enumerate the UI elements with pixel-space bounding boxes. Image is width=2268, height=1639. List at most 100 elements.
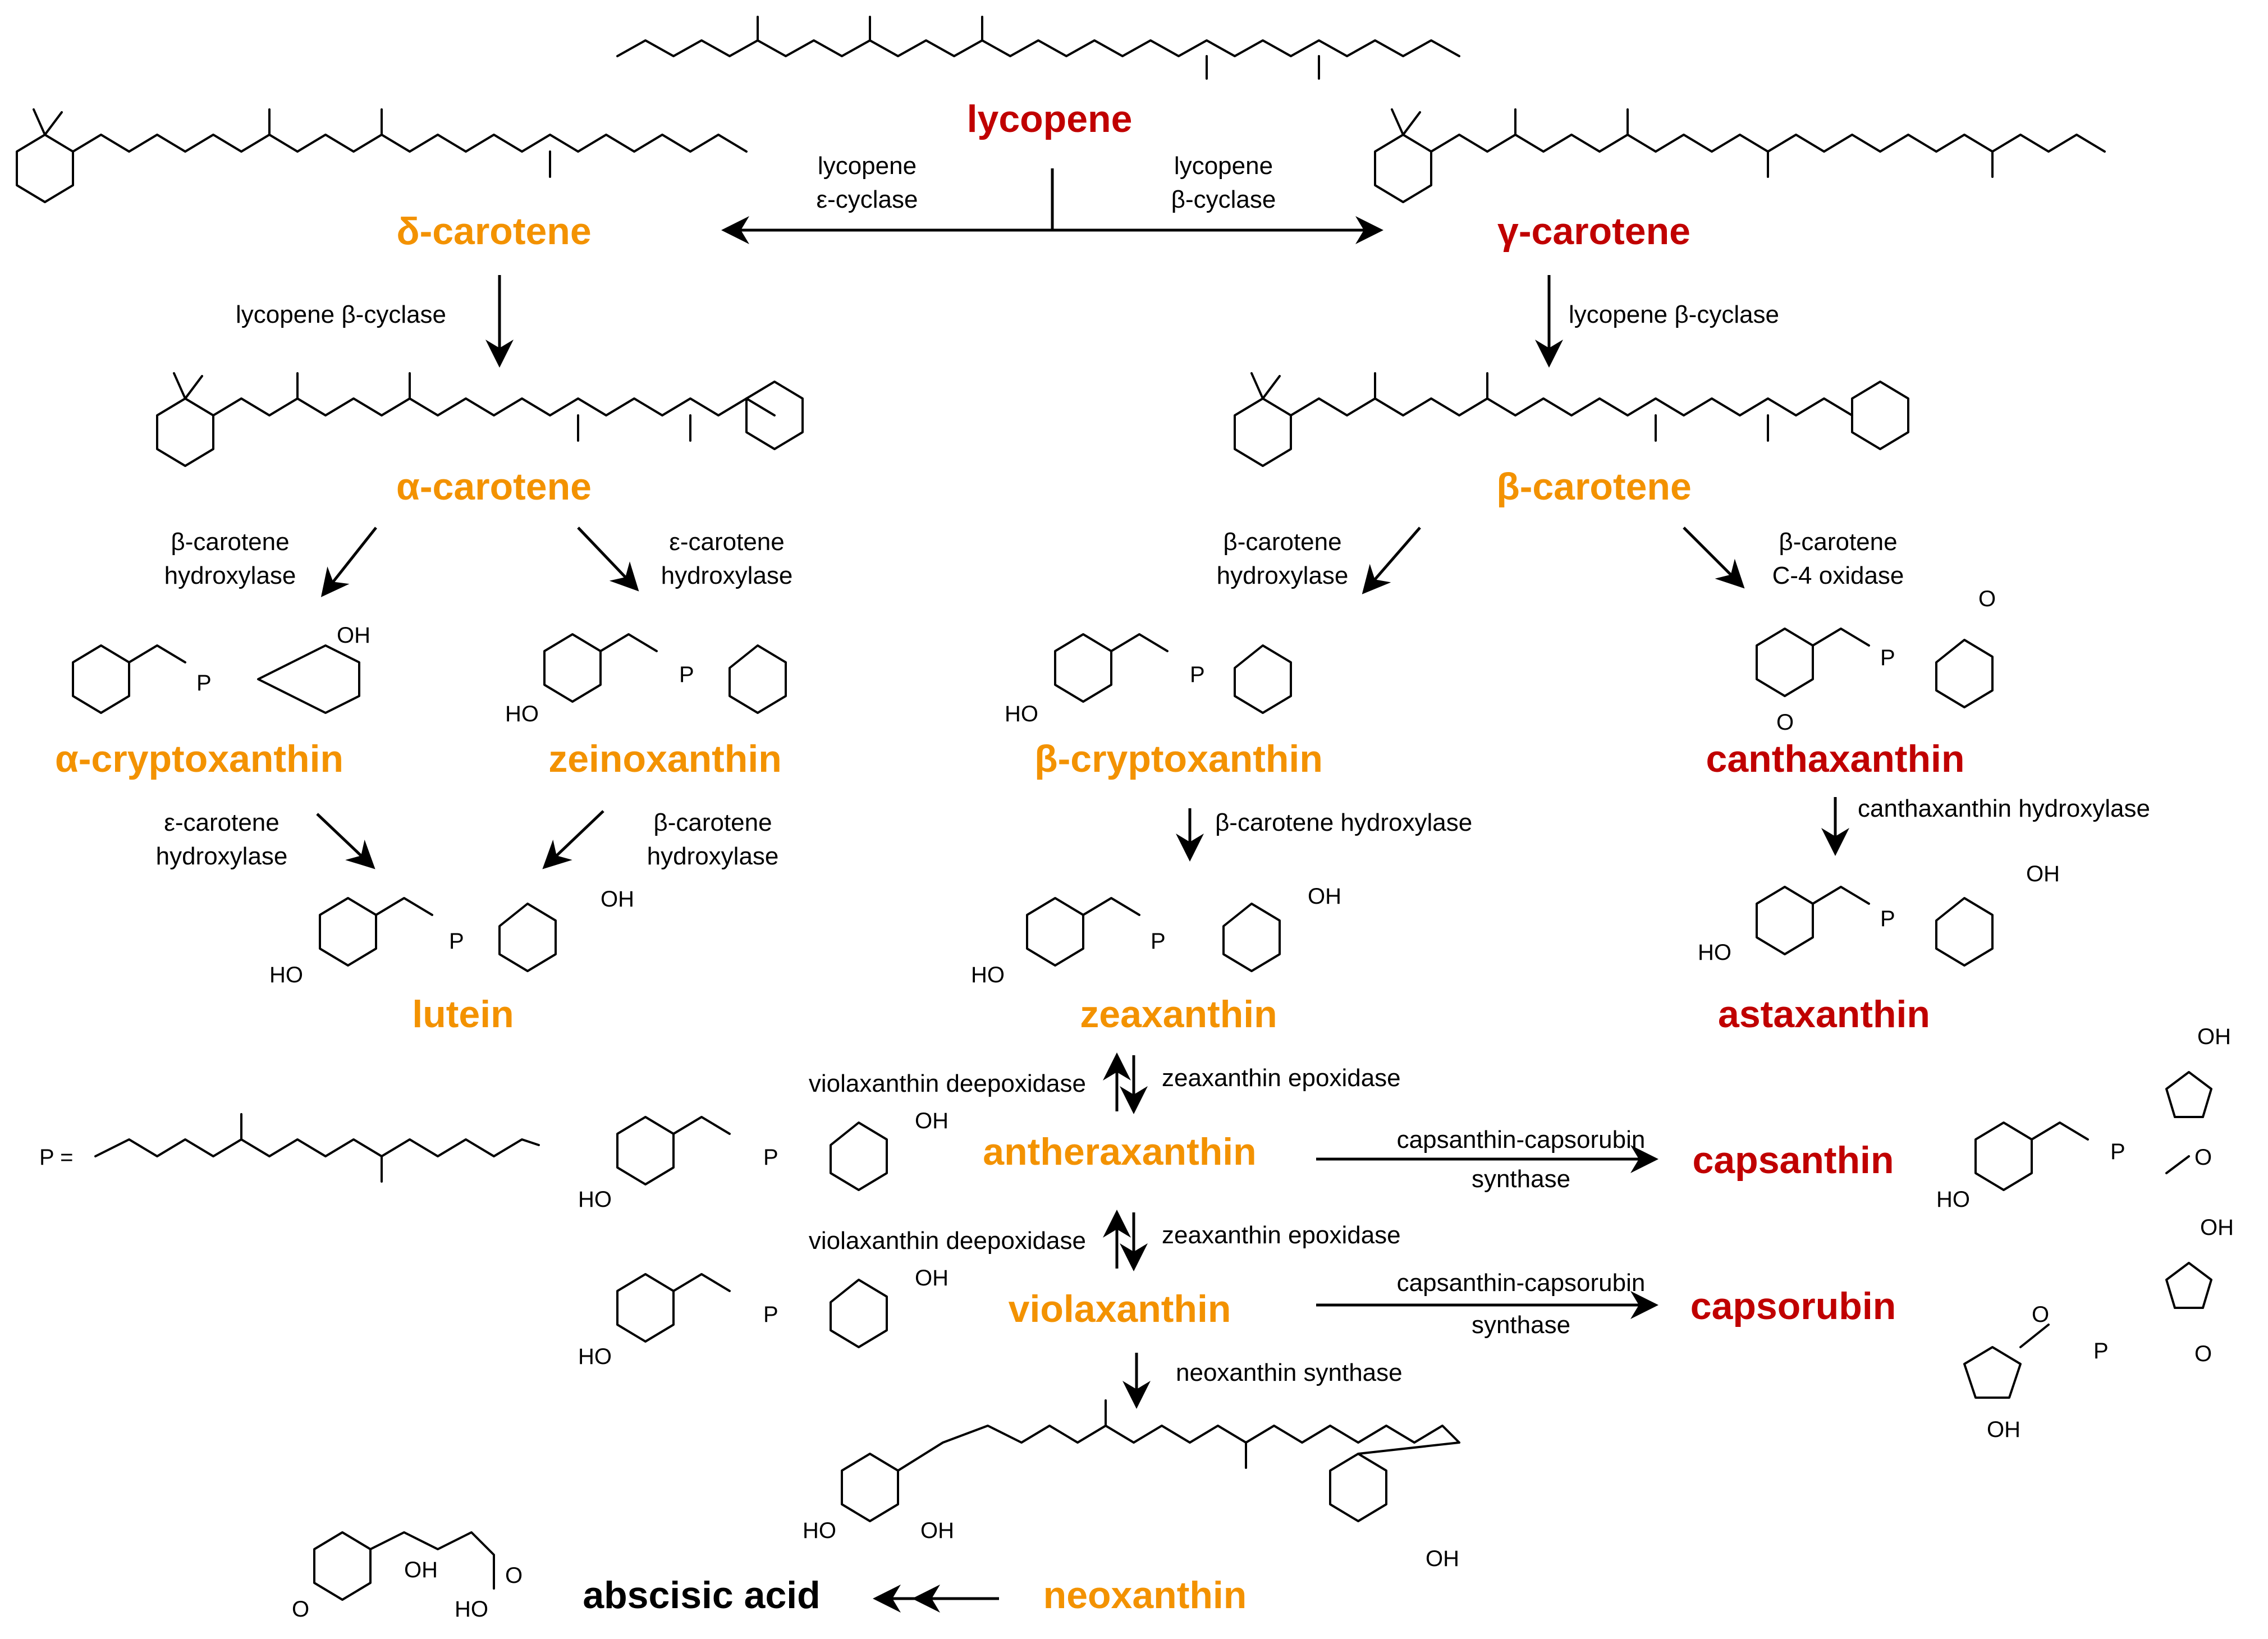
enzyme-label: β-carotene (171, 528, 289, 556)
ho-atom: HO (578, 1187, 612, 1212)
oh-atom: OH (2200, 1215, 2234, 1240)
lutein-structure: P OH HO (269, 887, 634, 987)
p-atom: P (196, 671, 212, 695)
compound-alpha-carotene: α-carotene (396, 465, 592, 508)
p-atom: P (2110, 1139, 2125, 1164)
p-atom: P (449, 929, 464, 954)
enzyme-label: β-carotene (653, 809, 772, 836)
p-atom: P (1880, 645, 1895, 670)
abscisic-acid-structure: O OH HO O (292, 1531, 523, 1622)
compound-violaxanthin: violaxanthin (1009, 1288, 1231, 1330)
enzyme-label: hydroxylase (156, 843, 288, 870)
enzyme-label: β-carotene (1779, 528, 1897, 556)
o-atom: O (1776, 710, 1794, 735)
enzyme-label: hydroxylase (164, 562, 296, 589)
zeinoxanthin-structure: P HO (505, 633, 787, 726)
oh-atom: OH (404, 1558, 438, 1582)
p-atom: P (1880, 907, 1895, 931)
zeaxanthin-structure: P OH HO (971, 884, 1341, 987)
enzyme-label: violaxanthin deepoxidase (809, 1070, 1086, 1097)
enzyme-label: β-carotene hydroxylase (1215, 809, 1472, 836)
o-atom: O (505, 1563, 523, 1588)
compound-lutein: lutein (412, 993, 514, 1036)
alpha-cryptoxanthin-structure: P OH (72, 623, 370, 714)
oh-atom: OH (1426, 1546, 1459, 1571)
lycopene-structure (616, 16, 1460, 80)
o-atom: O (1978, 587, 1996, 611)
neoxanthin-structure: HO OH OH (803, 1399, 1460, 1571)
enzyme-label: lycopene β-cyclase (1569, 301, 1779, 328)
compound-beta-carotene: β-carotene (1496, 465, 1692, 508)
o-atom: O (2194, 1342, 2212, 1366)
enzyme-label: β-cyclase (1171, 186, 1276, 213)
compound-capsanthin: capsanthin (1693, 1139, 1894, 1182)
o-atom: O (292, 1597, 309, 1622)
enzyme-label: synthase (1472, 1311, 1570, 1339)
oh-atom: OH (915, 1109, 949, 1133)
compound-zeinoxanthin: zeinoxanthin (548, 738, 782, 780)
p-atom: P (763, 1302, 778, 1327)
enzyme-label: zeaxanthin epoxidase (1162, 1221, 1401, 1249)
violaxanthin-structure: P OH HO (578, 1266, 949, 1369)
ho-atom: HO (971, 963, 1005, 987)
ho-atom: HO (505, 702, 539, 726)
capsorubin-structure: P O O OH OH (1963, 1215, 2234, 1442)
oh-atom: OH (2197, 1024, 2231, 1049)
p-definition-label: P = (39, 1145, 73, 1170)
compound-abscisic-acid: abscisic acid (583, 1574, 820, 1617)
ho-atom: HO (269, 963, 303, 987)
p-atom: P (679, 662, 694, 687)
beta-cryptoxanthin-structure: P HO (1005, 633, 1292, 726)
p-definition: P = (39, 1113, 540, 1183)
alpha-carotene-structure (156, 372, 804, 467)
beta-carotene-structure (1234, 372, 1909, 467)
oh-atom: OH (915, 1266, 949, 1290)
o-atom: O (2032, 1302, 2049, 1327)
oh-atom: OH (1987, 1417, 2020, 1442)
enzyme-label: hydroxylase (1217, 562, 1349, 589)
canthaxanthin-structure: P O O (1756, 587, 1996, 735)
enzyme-label: capsanthin-capsorubin (1397, 1269, 1646, 1297)
compound-neoxanthin: neoxanthin (1043, 1574, 1247, 1617)
p-atom: P (1151, 929, 1166, 954)
enzyme-label: canthaxanthin hydroxylase (1858, 795, 2150, 822)
compound-alpha-cryptoxanthin: α-cryptoxanthin (55, 738, 343, 780)
oh-atom: OH (337, 623, 370, 648)
compound-gamma-carotene: γ-carotene (1497, 210, 1690, 253)
ho-atom: HO (803, 1518, 836, 1543)
o-atom: O (2194, 1145, 2212, 1170)
ho-atom: HO (1005, 702, 1038, 726)
p-atom: P (1190, 662, 1205, 687)
oh-atom: OH (920, 1518, 954, 1543)
astaxanthin-structure: P OH HO (1698, 862, 2060, 967)
p-atom: P (763, 1145, 778, 1170)
enzyme-label: lycopene (818, 152, 917, 180)
gamma-carotene-structure (1374, 108, 2106, 203)
enzyme-label: lycopene β-cyclase (236, 301, 446, 328)
compound-antheraxanthin: antheraxanthin (983, 1130, 1256, 1173)
compound-zeaxanthin: zeaxanthin (1080, 993, 1277, 1036)
ho-atom: HO (455, 1597, 488, 1622)
ho-atom: HO (578, 1344, 612, 1369)
enzyme-label: hydroxylase (661, 562, 793, 589)
antheraxanthin-structure: P OH HO (578, 1109, 949, 1212)
enzyme-labels: lycopene ε-cyclase lycopene β-cyclase ly… (156, 152, 2150, 1386)
compound-labels: lycopene δ-carotene γ-carotene α-caroten… (55, 98, 1965, 1617)
compound-astaxanthin: astaxanthin (1718, 993, 1930, 1036)
enzyme-label: synthase (1472, 1165, 1570, 1193)
compound-capsorubin: capsorubin (1690, 1285, 1896, 1327)
enzyme-label: ε-carotene (669, 528, 785, 556)
compound-canthaxanthin: canthaxanthin (1706, 738, 1965, 780)
delta-carotene-structure (16, 108, 748, 203)
enzyme-label: ε-carotene (164, 809, 280, 836)
compound-lycopene: lycopene (967, 98, 1133, 140)
oh-atom: OH (601, 887, 634, 912)
oh-atom: OH (2026, 862, 2060, 886)
compound-beta-cryptoxanthin: β-cryptoxanthin (1034, 738, 1323, 780)
ho-atom: HO (1936, 1187, 1970, 1212)
enzyme-label: hydroxylase (647, 843, 779, 870)
enzyme-label: C-4 oxidase (1772, 562, 1904, 589)
enzyme-label: violaxanthin deepoxidase (809, 1227, 1086, 1255)
enzyme-label: zeaxanthin epoxidase (1162, 1064, 1401, 1092)
